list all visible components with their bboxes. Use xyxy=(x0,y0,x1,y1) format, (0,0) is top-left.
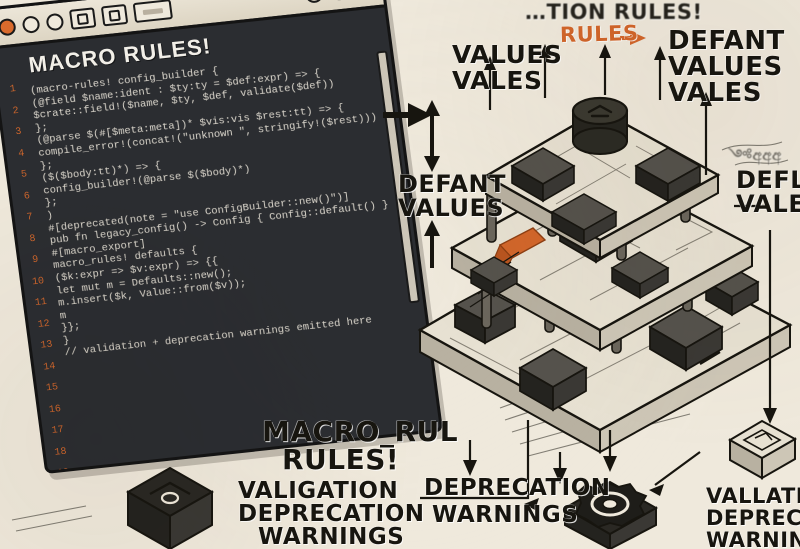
label-top-right-1: DEFANT xyxy=(668,26,785,56)
chip xyxy=(704,266,760,317)
label-scribble-right: ༺අඅඅ xyxy=(728,146,782,164)
label-mid-left-1: DEFANT xyxy=(398,170,506,198)
label-top-center-1: …TION RULES! xyxy=(525,0,703,24)
label-bottom-left-3: VALIGATION xyxy=(238,478,399,504)
chip xyxy=(510,147,576,203)
cylinder-component xyxy=(571,96,629,155)
label-bottom-left-4: DEPRECATION xyxy=(238,501,425,527)
chip xyxy=(634,147,702,203)
label-bottom-center-1: DEPRECATION xyxy=(424,475,611,501)
label-bottom-right-1: VALLATION xyxy=(706,484,800,508)
label-bottom-center-2: WARNINGS xyxy=(432,502,579,528)
label-bottom-left-5: WARNINGS xyxy=(258,524,405,549)
label-top-left-2: VALES xyxy=(452,66,543,95)
cube-icon-bottom-right xyxy=(728,419,798,480)
orange-arrow-icon xyxy=(620,31,646,45)
label-top-right-3: VALES xyxy=(668,78,763,108)
chip xyxy=(469,256,519,298)
label-top-right-2: VALUES xyxy=(668,52,783,82)
chip xyxy=(518,347,588,412)
label-mid-left-2: VALUES xyxy=(398,194,505,222)
chip xyxy=(648,304,724,372)
label-top-left-1: VALUES xyxy=(452,40,563,69)
chip xyxy=(610,251,670,300)
label-bottom-right-2: DEPRECATI xyxy=(706,506,800,530)
bidirectional-arrow-left-lower xyxy=(424,220,440,268)
label-bottom-right-3: WARNINGS xyxy=(706,528,800,549)
label-bottom-left-1: MACRO_RUL xyxy=(262,415,459,448)
flow-arrow-right xyxy=(383,103,432,127)
label-mid-right-1: DEFLT xyxy=(736,166,800,194)
label-bottom-left-2: RULES! xyxy=(282,443,400,476)
board-tier-top xyxy=(483,96,721,260)
gear-icon-bottom-center xyxy=(563,480,659,549)
callout-arrowheads xyxy=(463,44,777,510)
label-mid-right-2: VALES xyxy=(736,190,800,218)
bidirectional-arrow-left xyxy=(424,100,440,172)
label-top-center-2: RULES xyxy=(559,20,639,48)
cube-icon-bottom-left xyxy=(125,466,215,549)
chip xyxy=(550,193,618,246)
